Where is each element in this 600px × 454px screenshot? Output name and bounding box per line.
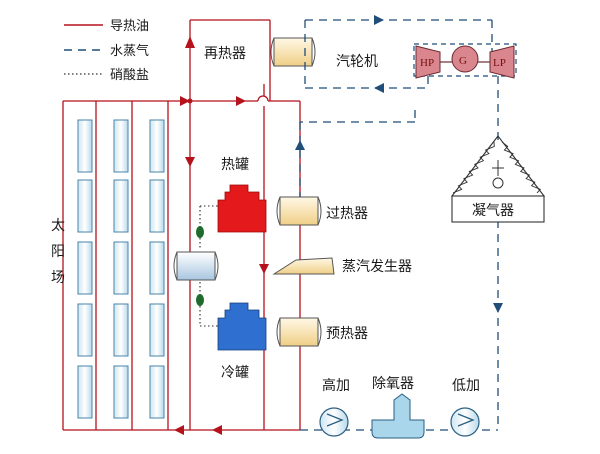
- solar-collector-panel: [149, 241, 165, 295]
- solar-field-label-2: 阳: [51, 244, 65, 260]
- solar-field-oil-loop: [62, 100, 169, 431]
- solar-collector-panel: [113, 365, 129, 419]
- condenser: 凝气器: [450, 135, 546, 223]
- deaerator-icon: [371, 393, 425, 439]
- hp-heater-label: 高加: [322, 377, 350, 394]
- steam-generator-label: 蒸汽发生器: [342, 259, 412, 275]
- superheater: 过热器: [276, 196, 368, 226]
- solar-collector-panel: [113, 241, 129, 295]
- oil-salt-exchanger: [173, 251, 219, 281]
- hot-valve-icon: [196, 226, 204, 238]
- feedwater-train: 高加 除氧器 低加: [319, 376, 480, 439]
- hp-turbine-label: HP: [420, 57, 434, 69]
- solar-collector-panel: [113, 119, 129, 173]
- lp-turbine-label: LP: [493, 57, 506, 69]
- solar-collector-panel: [77, 365, 93, 419]
- condenser-fin: [501, 141, 542, 194]
- lp-heater-icon: [450, 407, 480, 437]
- solar-field-label-1: 太: [51, 218, 65, 234]
- reheater: 再热器: [204, 37, 316, 67]
- cold-tank-icon: [217, 302, 267, 351]
- legend-oil-label: 导热油: [110, 19, 149, 34]
- turbine-frame: [413, 43, 517, 77]
- condenser-fin: [452, 141, 495, 194]
- solar-collector-panel: [149, 303, 165, 357]
- hp-turbine-icon: [415, 45, 441, 79]
- solar-collector-panel: [149, 179, 165, 233]
- lp-heater-label: 低加: [452, 378, 480, 394]
- hot-tank-icon: [217, 184, 267, 233]
- oil-flow-arrows: [174, 36, 269, 435]
- superheater-icon: [279, 196, 319, 226]
- solar-collector-panel: [113, 179, 129, 233]
- steam-generator: 蒸汽发生器: [272, 257, 412, 275]
- solar-collector-panel: [77, 119, 93, 173]
- solar-collector-panel: [77, 241, 93, 295]
- solar-collector-panel: [149, 365, 165, 419]
- salt-loop: [199, 205, 222, 327]
- turbine-set: HP G LP: [415, 45, 515, 79]
- preheater: 预热器: [276, 317, 368, 347]
- cold-valve-icon: [196, 294, 204, 306]
- turbine-label: 汽轮机: [336, 54, 378, 70]
- solar-collector-panel: [77, 303, 93, 357]
- condenser-box: [451, 195, 545, 223]
- hot-tank: 热罐: [217, 157, 267, 233]
- hot-tank-label: 热罐: [221, 157, 249, 173]
- steam-flow-arrows: [295, 15, 503, 313]
- deaerator-label: 除氧器: [372, 376, 414, 392]
- solar-field: 太 阳 场: [51, 100, 169, 431]
- steam-generator-icon: [272, 257, 335, 275]
- solar-collector-panel: [113, 303, 129, 357]
- legend: 导热油 水蒸气 硝酸盐: [64, 19, 149, 83]
- condenser-label: 凝气器: [472, 203, 514, 219]
- hp-heater-icon: [319, 407, 349, 437]
- oil-salt-exchanger-icon: [176, 251, 216, 281]
- steam-loop: [299, 19, 499, 431]
- generator-label: G: [459, 55, 467, 67]
- legend-salt-label: 硝酸盐: [110, 68, 149, 83]
- legend-steam-label: 水蒸气: [110, 43, 149, 59]
- cold-tank-label: 冷罐: [221, 365, 249, 381]
- preheater-icon: [279, 317, 319, 347]
- solar-collector-panel: [149, 119, 165, 173]
- solar-field-label-3: 场: [51, 270, 65, 286]
- reheater-label: 再热器: [204, 46, 246, 62]
- preheater-label: 预热器: [326, 326, 368, 342]
- reheater-icon: [273, 37, 313, 67]
- lp-turbine-icon: [489, 45, 515, 79]
- solar-collector-panel: [77, 179, 93, 233]
- cold-tank: 冷罐: [217, 302, 267, 381]
- generator-icon: [451, 45, 479, 73]
- superheater-label: 过热器: [326, 206, 368, 222]
